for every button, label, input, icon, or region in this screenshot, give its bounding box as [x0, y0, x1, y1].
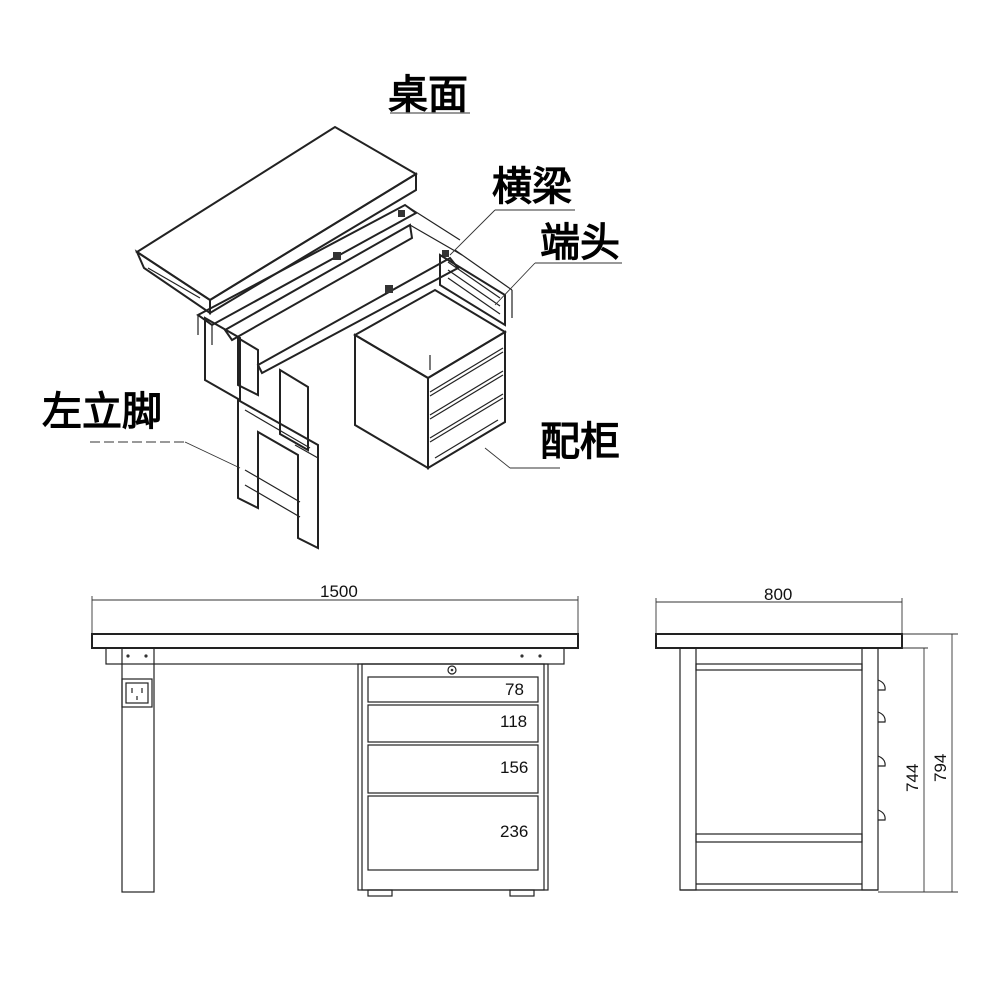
crossbeam-part [196, 203, 463, 375]
label-desktop: 桌面 [388, 72, 468, 118]
label-left-leg: 左立脚 [42, 389, 162, 435]
drawer-height-4: 236 [500, 822, 528, 841]
label-cabinet: 配柜 [540, 419, 620, 465]
drawer-height-1: 78 [505, 680, 524, 699]
drawer-height-2: 118 [500, 712, 527, 731]
end-head-part [439, 249, 513, 327]
cabinet-part [352, 288, 507, 470]
front-elevation: 1500 78 [91, 582, 579, 897]
power-outlet-icon [121, 678, 153, 708]
leader-lines [90, 112, 622, 469]
side-inner-height-dimension: 744 [903, 764, 922, 792]
drawer-height-3: 156 [500, 758, 528, 777]
side-elevation: 800 744 794 [655, 585, 958, 893]
label-end-head: 端头 [540, 220, 620, 266]
isometric-view: 桌面 横梁 端头 左立脚 配柜 [42, 72, 622, 550]
front-width-dimension: 1500 [320, 582, 358, 601]
lock-icon [447, 665, 457, 675]
desktop-part [134, 125, 418, 315]
label-crossbeam: 横梁 [492, 164, 572, 210]
left-leg-part [204, 316, 319, 550]
side-depth-dimension: 800 [764, 585, 792, 604]
side-total-height-dimension: 794 [931, 754, 950, 782]
